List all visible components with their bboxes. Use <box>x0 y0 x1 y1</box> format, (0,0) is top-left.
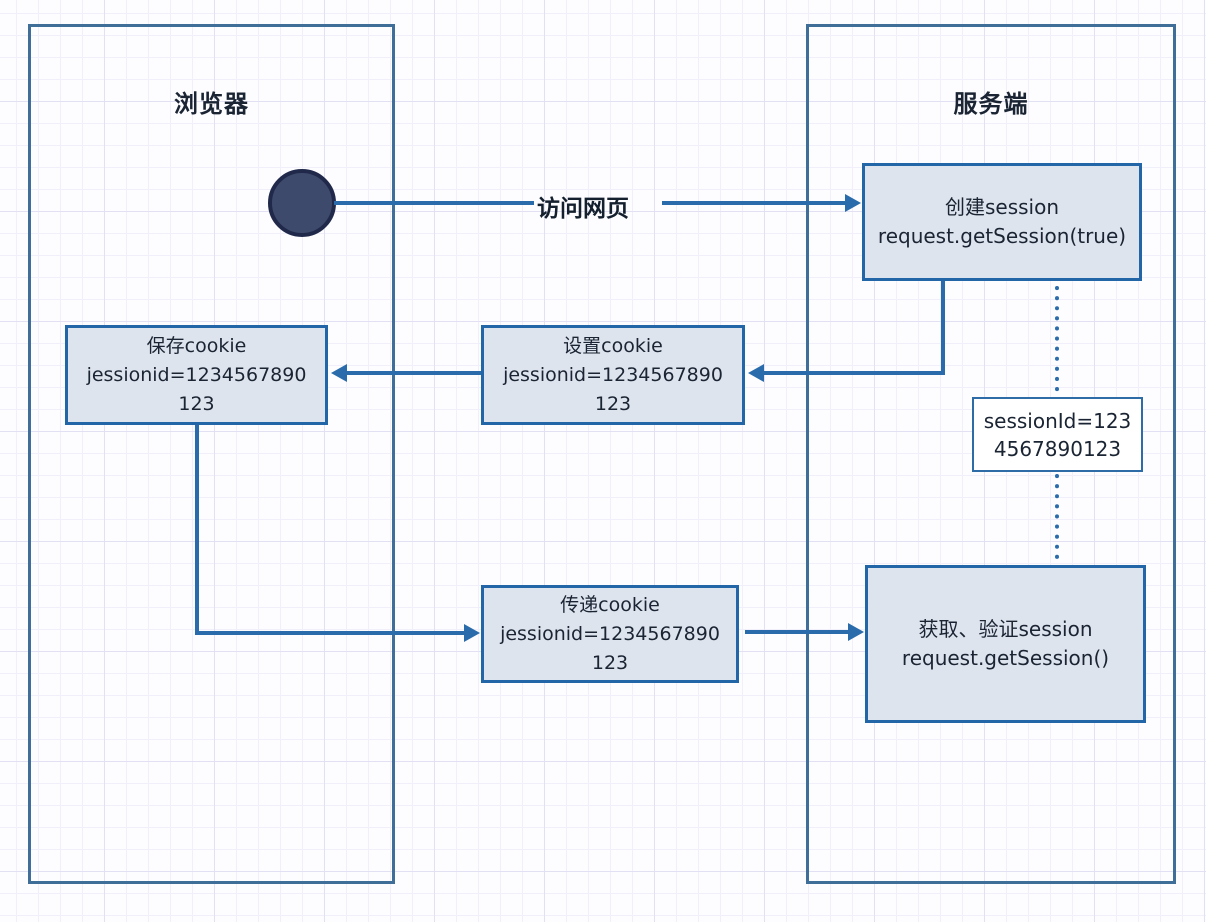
session-id-line1: sessionId=123 <box>983 408 1132 433</box>
get-session-box: 获取、验证session request.getSession() <box>865 565 1146 723</box>
save-cookie-line3: 123 <box>178 392 215 415</box>
visit-arrow-label: 访问网页 <box>537 196 629 222</box>
set-cookie-line2: jessionid=1234567890 <box>503 363 723 386</box>
session-id-line2: 4567890123 <box>993 436 1122 461</box>
pass-cookie-line1: 传递cookie <box>560 593 660 616</box>
server-lifeline <box>806 24 1176 884</box>
pass-cookie-connector <box>195 425 480 642</box>
save-cookie-line1: 保存cookie <box>146 334 247 357</box>
get-session-arrow <box>745 623 864 641</box>
set-cookie-line1: 设置cookie <box>563 334 663 357</box>
create-session-line1: 创建session <box>944 195 1060 219</box>
pass-cookie-line3: 123 <box>591 651 629 674</box>
create-session-box: 创建session request.getSession(true) <box>862 163 1142 281</box>
browser-title: 浏览器 <box>174 90 249 118</box>
session-id-note: sessionId=123 4567890123 <box>972 397 1143 472</box>
pass-cookie-line2: jessionid=1234567890 <box>500 622 720 645</box>
get-session-line2: request.getSession() <box>901 646 1110 670</box>
set-cookie-line3: 123 <box>594 392 632 415</box>
set-cookie-box: 设置cookie jessionid=1234567890 123 <box>481 325 745 425</box>
start-node-circle <box>268 169 336 237</box>
get-session-line1: 获取、验证session <box>918 617 1093 641</box>
server-title: 服务端 <box>953 90 1029 118</box>
visit-arrow <box>334 194 861 212</box>
pass-cookie-box: 传递cookie jessionid=1234567890 123 <box>481 585 739 683</box>
set-cookie-connector <box>748 281 945 382</box>
save-cookie-box: 保存cookie jessionid=1234567890 123 <box>65 325 328 425</box>
save-cookie-arrow <box>331 364 481 382</box>
create-session-line2: request.getSession(true) <box>877 224 1127 248</box>
browser-lifeline <box>28 24 395 884</box>
save-cookie-line2: jessionid=1234567890 <box>86 363 307 386</box>
